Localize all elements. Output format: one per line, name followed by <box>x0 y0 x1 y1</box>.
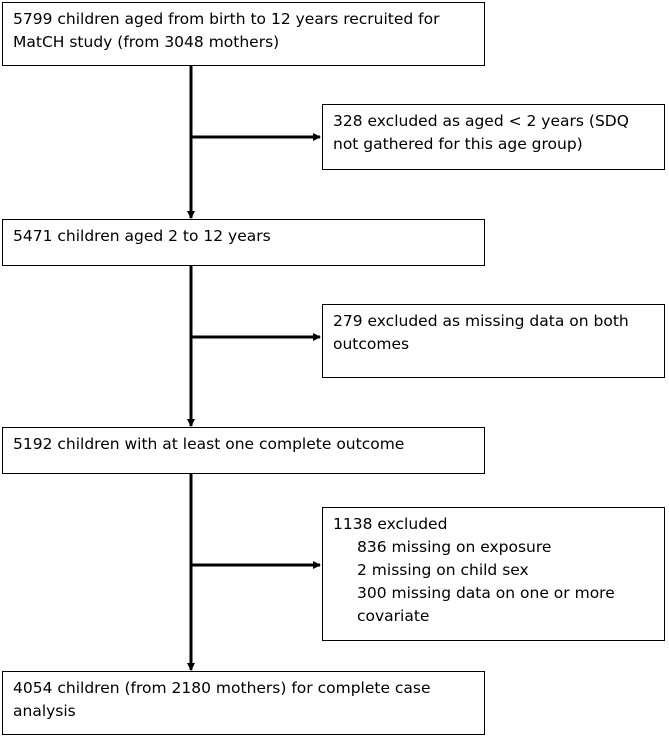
box-line: 328 excluded as aged < 2 years (SDQ <box>333 112 629 130</box>
box-line: analysis <box>13 702 76 720</box>
box-line: MatCH study (from 3048 mothers) <box>13 33 280 51</box>
box-final-analysis: 4054 children (from 2180 mothers) for co… <box>2 671 485 735</box>
box-sub-line: covariate <box>357 607 430 625</box>
box-excluded-under-2: 328 excluded as aged < 2 years (SDQ not … <box>322 104 665 170</box>
box-sub-line: 2 missing on child sex <box>357 561 529 579</box>
box-aged-2-12: 5471 children aged 2 to 12 years <box>2 219 485 266</box>
box-sub-line: 836 missing on exposure <box>357 538 552 556</box>
box-line: 5799 children aged from birth to 12 year… <box>13 10 440 28</box>
box-excluded-missing-covariates: 1138 excluded 836 missing on exposure 2 … <box>322 507 665 641</box>
box-line: not gathered for this age group) <box>333 135 583 153</box>
box-complete-outcome: 5192 children with at least one complete… <box>2 427 485 474</box>
box-line: outcomes <box>333 335 410 353</box>
box-line: 5471 children aged 2 to 12 years <box>13 227 271 245</box>
box-line: 5192 children with at least one complete… <box>13 435 405 453</box>
box-excluded-missing-outcomes: 279 excluded as missing data on both out… <box>322 304 665 378</box>
box-sub-line: 300 missing data on one or more <box>357 584 615 602</box>
box-line: 4054 children (from 2180 mothers) for co… <box>13 679 431 697</box>
box-line: 279 excluded as missing data on both <box>333 312 629 330</box>
box-line: 1138 excluded <box>333 515 448 533</box>
box-recruited: 5799 children aged from birth to 12 year… <box>2 2 485 66</box>
